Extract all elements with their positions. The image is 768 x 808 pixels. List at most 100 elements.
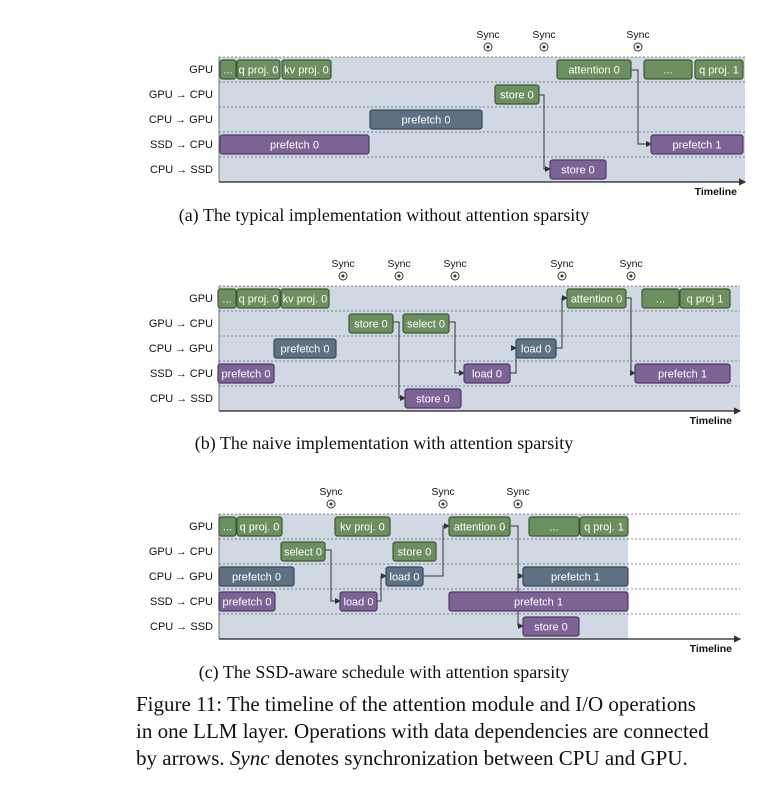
operation-label: load 0 (472, 369, 502, 381)
dependency-arrow (631, 69, 652, 147)
lane-label: GPU → CPU (149, 546, 213, 558)
operation-block-box (218, 591, 276, 612)
operation-block-box (385, 566, 424, 587)
lane-label: GPU (189, 293, 213, 305)
dependency-arrow (377, 573, 387, 602)
figure-caption: Figure 11: The timeline of the attention… (136, 691, 736, 772)
operation-block: prefetch 0 (217, 363, 275, 384)
operation-block-box (392, 541, 437, 562)
dependency-arrow (539, 94, 551, 172)
operation-label: attention 0 (571, 294, 622, 306)
operation-label: prefetch 1 (551, 572, 600, 584)
sync-label: Sync (443, 258, 466, 270)
operation-block: store 0 (549, 159, 607, 180)
operation-block: prefetch 0 (218, 591, 276, 612)
dependency-arrow (626, 297, 636, 376)
operation-block: prefetch 0 (273, 338, 337, 359)
caption-b: (b) The naive implementation with attent… (194, 433, 574, 453)
operation-block-box (217, 363, 275, 384)
operation-label: prefetch 0 (402, 115, 451, 127)
operation-block: prefetch 0 (369, 109, 483, 130)
sync-label: Sync (626, 29, 649, 41)
sync-icon (626, 271, 636, 281)
lane-label: CPU → GPU (149, 343, 213, 355)
operation-block: prefetch 1 (448, 591, 629, 612)
sync-icon-center (453, 274, 457, 278)
operation-label: attention 0 (568, 65, 619, 77)
operation-block: store 0 (494, 84, 540, 105)
lane-label: CPU → GPU (149, 571, 213, 583)
operation-block-box (348, 313, 394, 334)
operation-block-box (281, 59, 332, 80)
operation-block-box (218, 566, 295, 587)
lane-label: GPU → CPU (149, 89, 213, 101)
operation-label: prefetch 0 (232, 572, 281, 584)
operation-label: q proj 1 (687, 294, 724, 306)
sync-label: Sync (319, 486, 342, 498)
operation-block-box (334, 516, 391, 537)
figure-caption-line-1: Figure 11: The timeline of the attention… (136, 692, 696, 716)
operation-block-box (219, 59, 237, 80)
operation-label: ... (549, 522, 558, 534)
operation-block: load 0 (385, 566, 424, 587)
operation-block-box (556, 59, 632, 80)
operation-label: q proj. 1 (699, 65, 739, 77)
sync-icon-center (636, 45, 640, 49)
operation-block: load 0 (339, 591, 378, 612)
sync-icon-center (560, 274, 564, 278)
operation-label: kv proj. 0 (284, 65, 329, 77)
operation-label: store 0 (416, 394, 450, 406)
sync-label: Sync (532, 29, 555, 41)
operation-block-box (448, 516, 511, 537)
dependency-arrow (423, 523, 450, 577)
operation-block-box (280, 541, 326, 562)
operation-block: q proj. 0 (236, 288, 281, 309)
operation-label: select 0 (284, 547, 322, 559)
timeline-label: Timeline (695, 186, 738, 198)
operation-block: store 0 (522, 616, 580, 637)
sync-label: Sync (476, 29, 499, 41)
operation-label: ... (223, 522, 232, 534)
figure-caption-line-2: in one LLM layer. Operations with data d… (136, 719, 709, 743)
operation-block: attention 0 (566, 288, 627, 309)
caption-c: (c) The SSD-aware schedule with attentio… (198, 662, 570, 682)
lane-label: SSD → CPU (150, 139, 213, 151)
operation-block-box (463, 363, 511, 384)
operation-block: select 0 (402, 313, 450, 334)
operation-block-box (236, 288, 281, 309)
operation-label: select 0 (407, 319, 445, 331)
sync-icon (438, 499, 448, 509)
lane-label: CPU → SSD (150, 164, 213, 176)
operation-label: load 0 (390, 572, 420, 584)
dependency-arrow (393, 321, 406, 401)
sync-icon-center (516, 502, 520, 506)
operation-label: prefetch 0 (281, 344, 330, 356)
operation-label: kv proj. 0 (340, 522, 385, 534)
operation-block-box (650, 134, 744, 155)
sync-icon (539, 42, 549, 52)
operation-block: store 0 (392, 541, 437, 562)
lane-label: SSD → CPU (150, 368, 213, 380)
operation-block-box (273, 338, 337, 359)
operation-block: attention 0 (448, 516, 511, 537)
operation-block: ... (643, 59, 693, 80)
figure-caption-line-3-end: denotes synchronization between CPU and … (269, 746, 688, 770)
operation-block: select 0 (280, 541, 326, 562)
sync-icon (513, 499, 523, 509)
operation-block: prefetch 1 (634, 363, 731, 384)
dependency-arrow (449, 321, 465, 376)
operation-block: q proj. 1 (694, 59, 744, 80)
figure-caption-sync-term: Sync (229, 746, 270, 770)
operation-block-box (634, 363, 731, 384)
caption-a: (a) The typical implementation without a… (178, 205, 590, 225)
operation-label: load 0 (521, 344, 551, 356)
operation-block: prefetch 1 (650, 134, 744, 155)
lane-label: GPU (189, 64, 213, 76)
sync-label: Sync (431, 486, 454, 498)
operation-block-box (566, 288, 627, 309)
timeline-label: Timeline (690, 415, 733, 427)
sync-icon (483, 42, 493, 52)
operation-block: prefetch 1 (522, 566, 629, 587)
operation-block: load 0 (463, 363, 511, 384)
